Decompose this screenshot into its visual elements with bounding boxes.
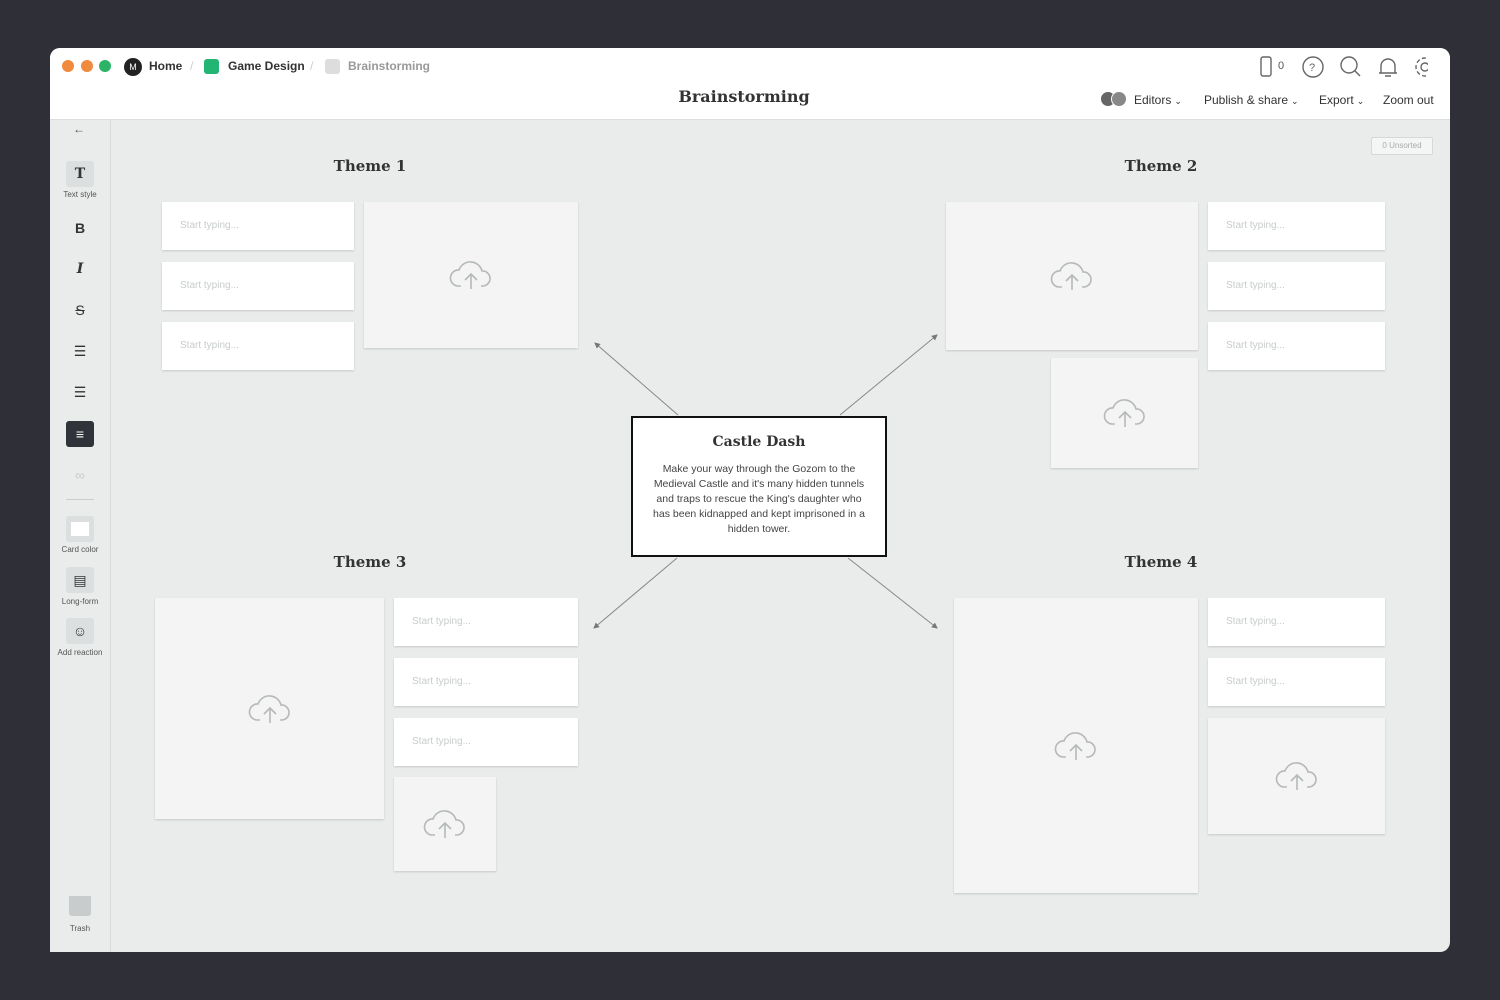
upload-cloud-icon <box>1050 262 1092 290</box>
upload-cloud-icon <box>1054 731 1096 760</box>
divider <box>66 499 94 500</box>
long-form-icon[interactable]: ▤ <box>66 567 94 593</box>
text-card[interactable]: Start typing... <box>162 262 354 310</box>
italic-button[interactable]: I <box>76 261 84 277</box>
image-upload-card[interactable] <box>394 777 496 871</box>
image-upload-card[interactable] <box>946 202 1198 350</box>
maximize-button[interactable] <box>99 60 111 72</box>
theme-4-title[interactable]: Theme 4 <box>1124 553 1198 571</box>
editors-menu[interactable]: Editors⌄ <box>1134 93 1182 107</box>
export-label: Export <box>1319 93 1354 107</box>
text-card[interactable]: Start typing... <box>1208 598 1385 646</box>
breadcrumb-home[interactable]: Home <box>149 59 183 73</box>
align-center-icon[interactable]: ≡ <box>66 421 94 447</box>
text-card[interactable]: Start typing... <box>394 718 578 766</box>
breadcrumb-separator: / <box>190 59 194 73</box>
arrow-to-theme-3[interactable] <box>593 557 678 629</box>
device-count: 0 <box>1278 60 1285 72</box>
card-body[interactable]: Make your way through the Gozom to the M… <box>653 463 865 535</box>
text-card[interactable]: Start typing... <box>1208 262 1385 310</box>
image-upload-card[interactable] <box>1208 718 1385 834</box>
trash-label: Trash <box>69 924 91 933</box>
image-upload-card[interactable] <box>1051 358 1198 468</box>
chevron-down-icon: ⌄ <box>1174 96 1182 106</box>
milanote-logo-icon[interactable]: M <box>124 58 142 76</box>
card-color-label: Card color <box>61 545 99 554</box>
text-card[interactable]: Start typing... <box>1208 202 1385 250</box>
add-reaction-icon[interactable]: ☺ <box>66 618 94 644</box>
text-card[interactable]: Start typing... <box>1208 658 1385 706</box>
numbered-list-icon[interactable]: ☰ <box>73 383 87 400</box>
image-upload-card[interactable] <box>364 202 578 348</box>
close-button[interactable] <box>62 60 74 72</box>
publish-share-menu[interactable]: Publish & share⌄ <box>1204 93 1299 107</box>
mobile-icon[interactable] <box>1260 56 1272 77</box>
upload-cloud-icon <box>1103 399 1145 427</box>
upload-cloud-icon <box>248 694 290 723</box>
publish-label: Publish & share <box>1204 93 1289 107</box>
card-title[interactable]: Castle Dash <box>712 434 806 450</box>
avatar <box>1111 91 1127 107</box>
bell-icon[interactable] <box>1379 58 1397 77</box>
text-card[interactable]: Start typing... <box>1208 322 1385 370</box>
breadcrumb-game-design[interactable]: Game Design <box>228 59 305 73</box>
long-form-label: Long-form <box>61 597 99 606</box>
arrow-to-theme-2[interactable] <box>839 334 938 416</box>
board-icon <box>204 59 219 74</box>
color-swatch <box>71 522 89 536</box>
text-card[interactable]: Start typing... <box>394 658 578 706</box>
arrow-to-theme-4[interactable] <box>847 557 938 629</box>
add-reaction-label: Add reaction <box>57 648 103 657</box>
bold-button[interactable]: B <box>74 220 86 236</box>
help-icon[interactable] <box>1302 56 1324 78</box>
upload-cloud-icon <box>423 810 465 838</box>
upload-cloud-icon <box>449 261 491 289</box>
text-card[interactable]: Start typing... <box>162 322 354 370</box>
upload-cloud-icon <box>1275 762 1317 790</box>
theme-3-title[interactable]: Theme 3 <box>333 553 407 571</box>
text-style-icon[interactable]: T <box>66 161 94 187</box>
text-card[interactable]: Start typing... <box>394 598 578 646</box>
header-icons: ? <box>1260 56 1428 78</box>
board-icon <box>325 59 340 74</box>
link-icon[interactable]: ∞ <box>75 467 85 483</box>
text-card[interactable]: Start typing... <box>162 202 354 250</box>
theme-2-title[interactable]: Theme 2 <box>1124 157 1198 175</box>
editors-label: Editors <box>1134 93 1172 107</box>
trash-icon[interactable] <box>69 896 91 916</box>
back-arrow-icon[interactable]: ← <box>73 122 85 136</box>
image-upload-card[interactable] <box>155 598 384 819</box>
breadcrumb-separator: / <box>310 59 314 73</box>
image-upload-card[interactable] <box>954 598 1198 893</box>
unsorted-badge[interactable]: 0 Unsorted <box>1371 137 1433 155</box>
breadcrumb-brainstorming: Brainstorming <box>348 59 431 73</box>
text-style-label: Text style <box>63 190 97 199</box>
search-icon[interactable] <box>1340 56 1358 74</box>
arrow-to-theme-1[interactable] <box>594 342 679 416</box>
theme-1-title[interactable]: Theme 1 <box>333 157 407 175</box>
card-color-button[interactable] <box>66 516 94 542</box>
svg-text:?: ? <box>1309 62 1315 74</box>
toolbar-sidebar <box>50 120 111 952</box>
minimize-button[interactable] <box>81 60 93 72</box>
top-bar <box>50 48 1450 120</box>
center-note-card[interactable]: Castle Dash Make your way through the Go… <box>631 416 887 557</box>
zoom-out-button[interactable]: Zoom out <box>1383 93 1434 107</box>
page-title: Brainstorming <box>678 87 810 106</box>
settings-icon[interactable] <box>1420 62 1428 72</box>
strikethrough-button[interactable]: S <box>75 302 85 318</box>
bullet-list-icon[interactable]: ☰ <box>73 342 87 359</box>
export-menu[interactable]: Export⌄ <box>1319 93 1364 107</box>
chevron-down-icon: ⌄ <box>1356 96 1365 106</box>
chevron-down-icon: ⌄ <box>1291 96 1299 106</box>
